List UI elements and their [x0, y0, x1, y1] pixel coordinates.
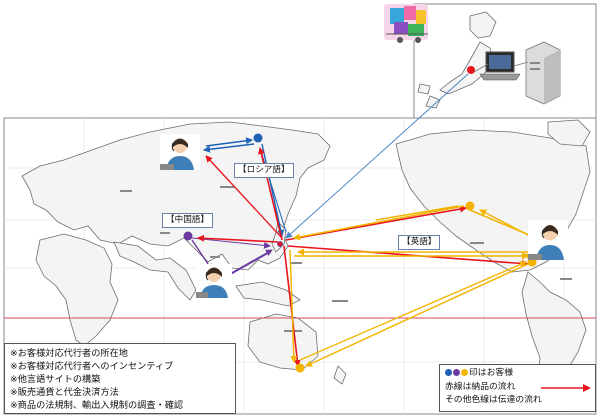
legend-red-line: 赤線は納品の流れ [445, 381, 590, 395]
japan-inset [384, 4, 596, 118]
legend-red-line-text: 赤線は納品の流れ [445, 382, 515, 392]
legend-dot-purple [453, 369, 460, 376]
server-icon [526, 42, 560, 104]
note-item: ※商品の法規制、輸出入規制の調査・確認 [10, 399, 230, 412]
agent-icon-english [528, 220, 568, 260]
customer-dot-china [184, 232, 193, 241]
legend-red-arrow-icon [541, 384, 591, 392]
legend-other-line: その他色線は伝達の流れ [445, 394, 590, 408]
japan-shop-dot [467, 66, 475, 74]
hub-dot [278, 242, 283, 247]
label-english: 【英語】 [398, 235, 440, 250]
customer-dot-russia [254, 134, 263, 143]
notes-box: ※お客様対応代行者の所在地 ※お客様対応代行者へのインセンティブ ※他言語サイト… [4, 343, 236, 414]
note-item: ※販売通貨と代金決済方法 [10, 386, 230, 399]
note-item: ※他言語サイトの構築 [10, 373, 230, 386]
label-russian: 【ロシア語】 [234, 163, 294, 178]
legend-dot-yellow [461, 369, 468, 376]
customer-dot-north-america [466, 202, 475, 211]
agent-icon-russia [160, 134, 200, 170]
legend-box: 印はお客様 赤線は納品の流れ その他色線は伝達の流れ [439, 364, 596, 412]
note-item: ※お客様対応代行者へのインセンティブ [10, 360, 230, 373]
legend-dot-blue [445, 369, 452, 376]
legend-customers-text: 印はお客様 [469, 368, 513, 378]
shopping-icon [384, 4, 428, 43]
label-chinese: 【中国語】 [162, 213, 213, 228]
note-item: ※お客様対応代行者の所在地 [10, 347, 230, 360]
customer-dot-australia [296, 364, 305, 373]
agent-icon-china [196, 264, 232, 298]
legend-customers: 印はお客様 [445, 367, 590, 381]
